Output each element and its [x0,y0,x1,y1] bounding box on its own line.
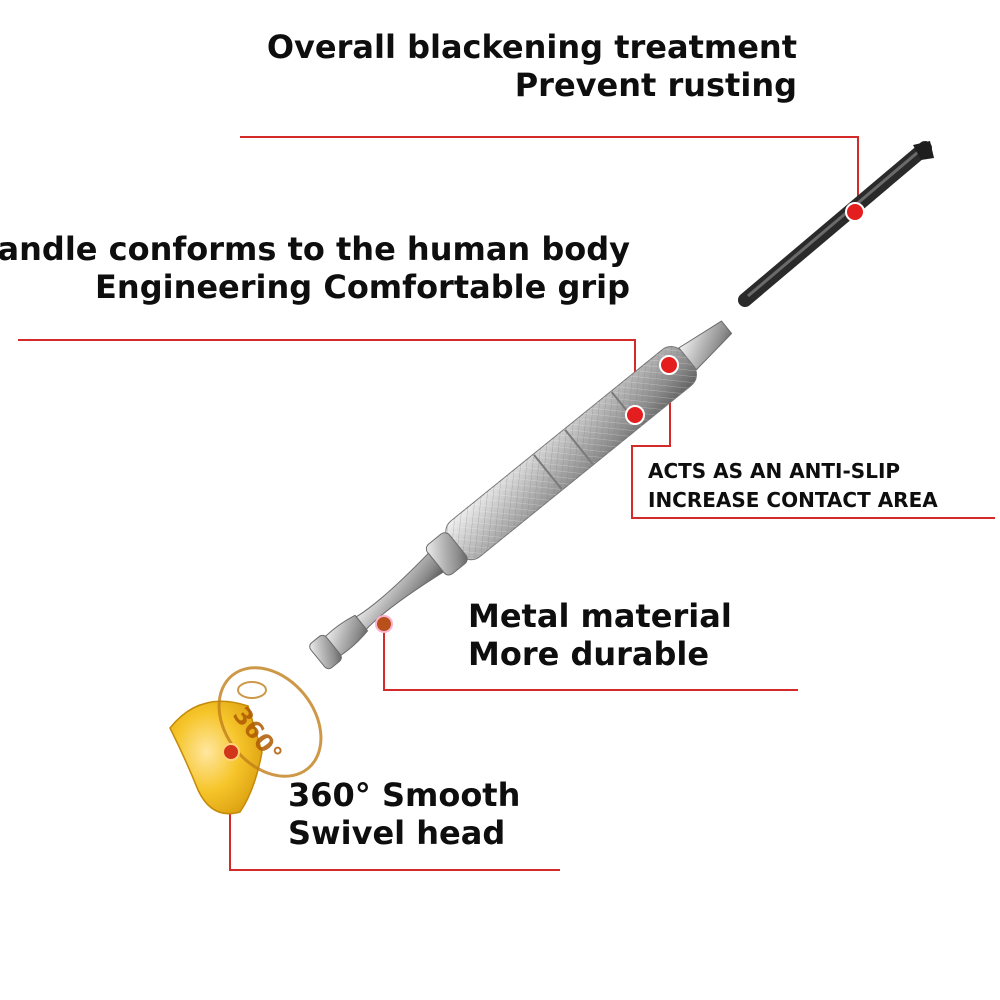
callout-anti-slip: ACTS AS AN ANTI-SLIP INCREASE CONTACT AR… [648,457,938,515]
callout-blackening-line1: Overall blackening treatment [266,28,797,66]
callout-handle-line2: Engineering Comfortable grip [95,268,630,307]
marker-dot-metal [375,615,393,633]
handle [309,320,733,670]
leader-line-anti-slip [631,365,995,519]
callout-metal: Metal material More durable [468,597,732,674]
callout-blackening: Overall blackening treatment Prevent rus… [267,28,797,105]
callout-metal-line1: Metal material [468,597,732,635]
callout-anti-slip-line2: INCREASE CONTACT AREA [648,488,938,512]
callout-handle: Handle conforms to the human body Engine… [0,230,630,307]
marker-dots [222,202,865,761]
leader-line-blackening [240,136,859,208]
leader-line-metal [383,625,798,691]
callout-swivel: 360° Smooth Swivel head [288,776,520,853]
callout-handle-line1: Handle conforms to the human body [0,230,630,268]
callout-swivel-line2: Swivel head [288,814,506,853]
shaft [738,141,934,307]
marker-dot-handle [625,405,645,425]
leader-line-handle [18,339,636,412]
callout-blackening-line2: Prevent rusting [514,66,797,105]
callout-swivel-line1: 360° Smooth [288,776,521,814]
callout-metal-line2: More durable [468,635,710,674]
marker-dot-blackening [845,202,865,222]
marker-dot-anti-slip [659,355,679,375]
callout-anti-slip-line1: ACTS AS AN ANTI-SLIP [648,459,901,483]
marker-dot-swivel [222,743,240,761]
